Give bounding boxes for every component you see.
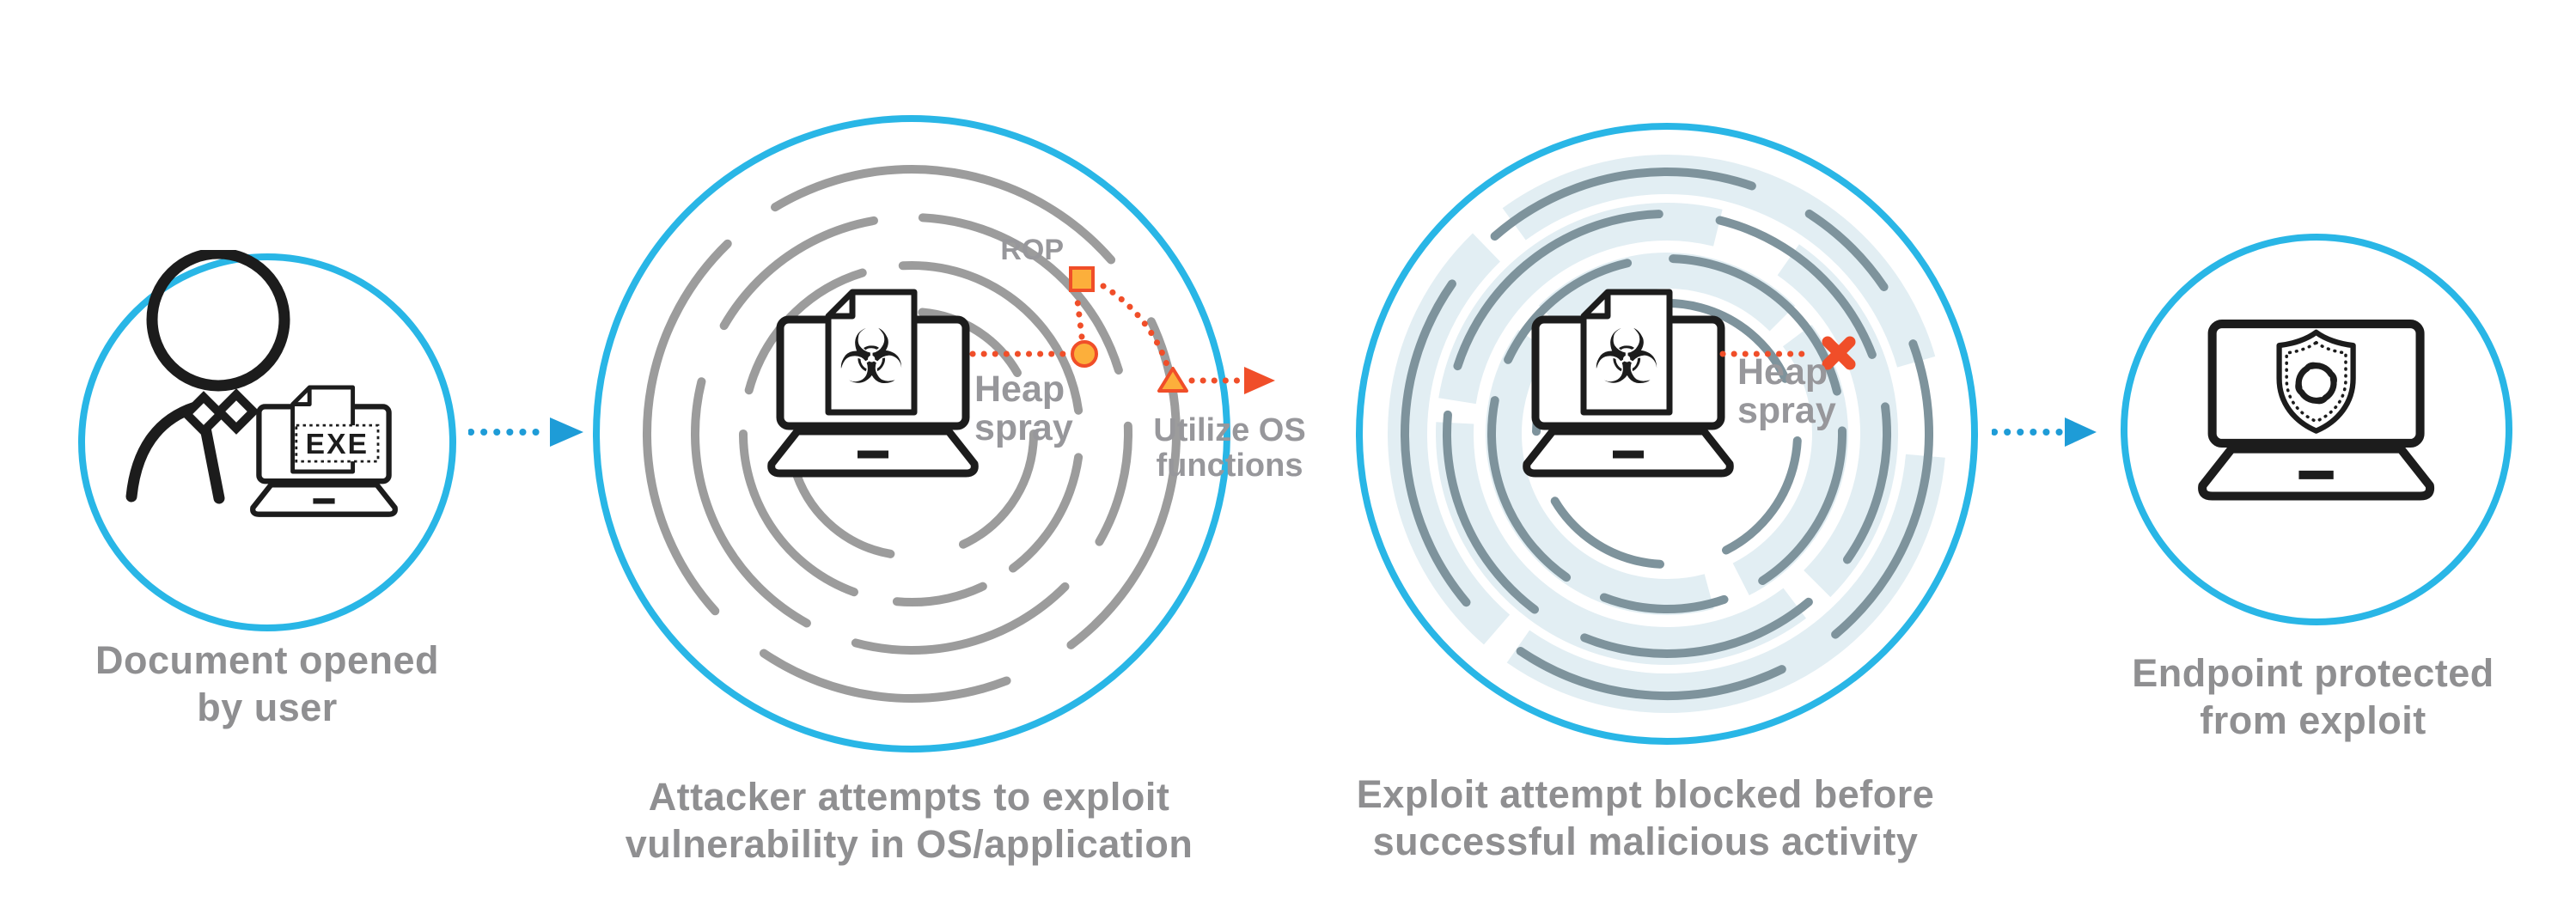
stage-2-caption-line1: Attacker attempts to exploit: [648, 775, 1170, 819]
stage-4-caption: Endpoint protected from exploit: [2098, 650, 2528, 745]
stage-2-caption-line2: vulnerability in OS/application: [625, 821, 1193, 866]
rop-label: ROP: [1000, 234, 1064, 266]
shield-icon: [2276, 329, 2356, 434]
stage-1-caption-line1: Document opened: [95, 638, 440, 682]
stage-1-circle: [78, 253, 456, 631]
flow-arrow-2-icon: [1992, 417, 2097, 447]
utilize-os-label-line1: Utilize OS: [1153, 412, 1305, 448]
exe-label: EXE: [306, 429, 369, 460]
user-left-arm: [125, 401, 201, 503]
stage-1-caption: Document opened by user: [52, 637, 482, 732]
maze-rings: [643, 165, 1181, 703]
laptop-icon: [772, 292, 975, 473]
stage-2-caption: Attacker attempts to exploit vulnerabili…: [565, 774, 1253, 868]
stage-2-graphic: ROP Heap spray Utilize OS functions: [593, 115, 1306, 753]
user-icon: [125, 250, 290, 504]
laptop-icon: EXE: [253, 387, 395, 515]
laptop-icon: [1527, 292, 1731, 473]
stage-3-caption-line1: Exploit attempt blocked before: [1356, 772, 1935, 816]
stage-4-graphic: [2121, 234, 2512, 625]
stage-1-graphic: EXE: [78, 250, 456, 631]
heap-spray-label-line2: spray: [974, 407, 1073, 448]
stage-4-circle: [2121, 234, 2512, 625]
utilize-os-label-line2: functions: [1157, 448, 1303, 484]
user-head: [146, 250, 290, 392]
heap-spray-marker-icon: [1071, 340, 1098, 368]
blocked-exploit-path: [1719, 336, 1856, 370]
stage-4-caption-line2: from exploit: [2200, 698, 2426, 742]
user-collar-right: [213, 388, 259, 435]
rop-marker-icon: [1069, 266, 1095, 292]
flow-arrow-1-icon: [468, 417, 583, 447]
laptop-icon: [2202, 324, 2430, 496]
utilize-marker-icon: [1157, 367, 1188, 393]
blocked-x-icon: [1822, 336, 1856, 370]
stage-1-caption-line2: by user: [197, 685, 338, 729]
swirl-icon: [2295, 362, 2337, 405]
user-torso-line: [199, 422, 225, 504]
user-collar-left: [180, 391, 227, 437]
exploit-arrowhead-icon: [1244, 367, 1275, 394]
stage-3-caption-line2: successful malicious activity: [1372, 819, 1919, 863]
stage-3-circle: [1356, 123, 1978, 745]
stage-3-caption: Exploit attempt blocked before successfu…: [1302, 771, 1989, 866]
stage-2-circle: [593, 115, 1230, 753]
heap-spray-label-line1: Heap: [974, 369, 1065, 410]
heap-spray-label-line1: Heap: [1737, 351, 1828, 393]
exe-box: [295, 423, 380, 463]
stage-3-graphic: Heap spray: [1356, 123, 1978, 745]
stage-4-caption-line1: Endpoint protected: [2132, 651, 2494, 695]
heap-spray-label-line2: spray: [1737, 390, 1836, 431]
exploit-path: [969, 266, 1275, 394]
